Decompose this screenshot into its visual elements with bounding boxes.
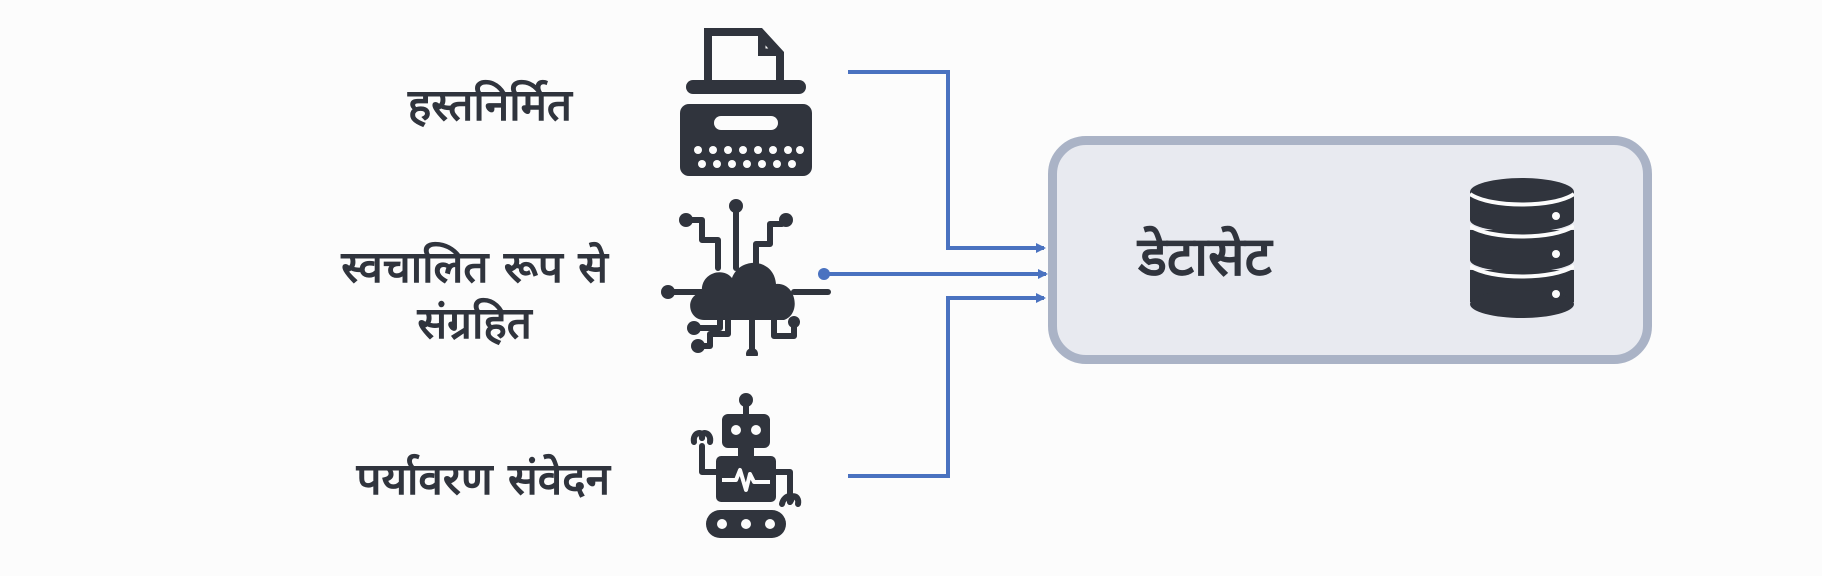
source-label-auto-line-2: संग्रहित bbox=[417, 298, 532, 349]
connector-auto-node bbox=[818, 268, 830, 280]
source-label-environment-sensing: पर्यावरण संवेदन bbox=[356, 454, 611, 505]
typewriter-icon bbox=[680, 28, 812, 176]
cloud-network-icon bbox=[661, 199, 831, 356]
database-icon bbox=[1470, 178, 1574, 318]
connector-handmade bbox=[848, 70, 1046, 253]
source-label-auto-line-1: स्वचालित रूप से bbox=[341, 242, 608, 293]
source-label-handmade: हस्तनिर्मित bbox=[407, 80, 572, 131]
robot-sensor-icon bbox=[690, 393, 802, 538]
dataset-title: डेटासेट bbox=[1138, 225, 1272, 288]
source-label-auto-collected: स्वचालित रूप से संग्रहित bbox=[341, 240, 608, 352]
connector-env bbox=[848, 293, 1046, 478]
